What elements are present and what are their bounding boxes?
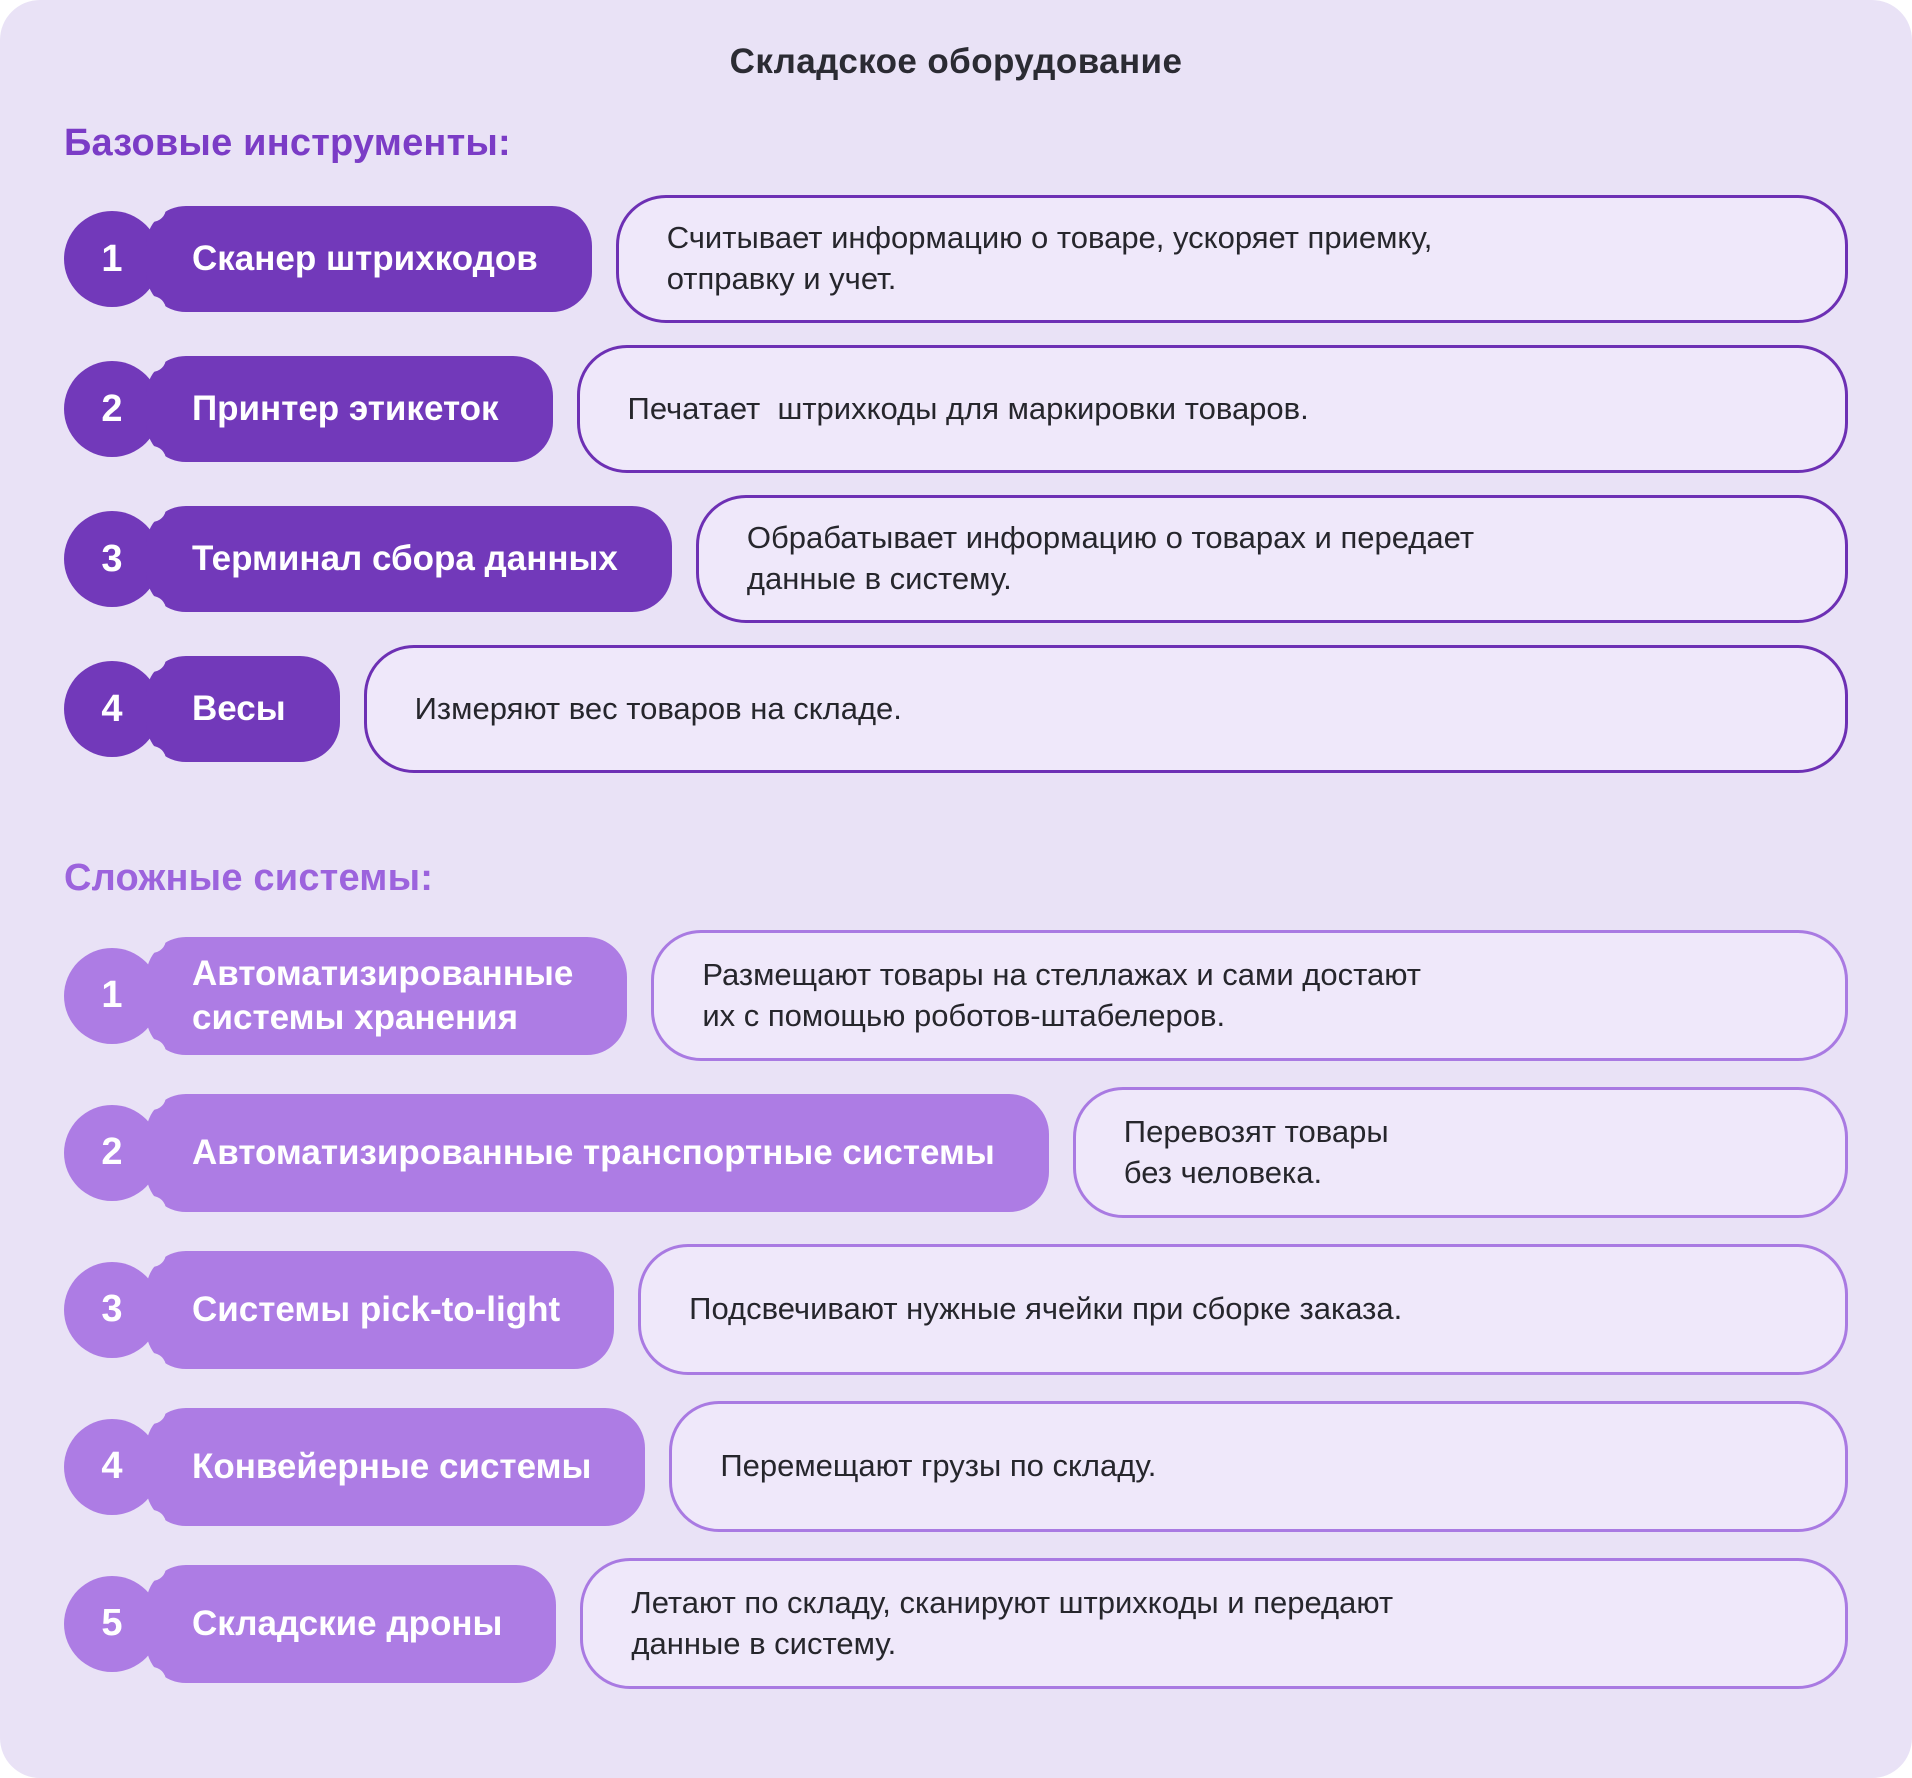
- item-description: Печатает штрихкоды для маркировки товаро…: [627, 390, 1309, 426]
- item-number: 5: [101, 1602, 123, 1644]
- item-badge-group: 4 Конвейерные системы: [64, 1395, 646, 1538]
- item-description-box: Считывает информацию о товаре, ускоряет …: [615, 195, 1848, 323]
- item-label-pill: Автоматизированные системы хранения: [146, 936, 628, 1055]
- page-title: Складское оборудование: [729, 42, 1183, 81]
- item-label: Складские дроны: [192, 1603, 503, 1643]
- item-label: Сканер штрихкодов: [192, 239, 538, 279]
- item-badge-group: 1 Автоматизированные системы хранения: [64, 924, 628, 1067]
- item-label-pill: Системы pick-to-light: [146, 1250, 615, 1369]
- item-description: Летают по складу, сканируют штрихкоды и …: [631, 1584, 1394, 1661]
- item-label: Принтер этикеток: [192, 389, 499, 429]
- item-description-box: Перевозят товары без человека.: [1072, 1087, 1848, 1218]
- item-description: Перемещают грузы по складу.: [720, 1448, 1157, 1484]
- item-description-box: Перемещают грузы по складу.: [669, 1401, 1848, 1532]
- item-description: Измеряют вес товаров на складе.: [414, 690, 902, 726]
- item-description: Перевозят товары без человека.: [1123, 1113, 1389, 1190]
- item-number: 3: [101, 537, 123, 580]
- item-badge-group: 3 Терминал сбора данных: [64, 494, 672, 624]
- item-label: Конвейерные системы: [192, 1446, 592, 1486]
- item-number: 4: [101, 1445, 123, 1487]
- list-item: 4 Весы Измеряют вес товаров на складе.: [64, 644, 1848, 774]
- item-description: Подсвечивают нужные ячейки при сборке за…: [689, 1291, 1403, 1327]
- item-badge-group: 2 Автоматизированные транспортные систем…: [64, 1081, 1049, 1224]
- item-badge-group: 2 Принтер этикеток: [64, 344, 553, 474]
- section-heading: Сложные системы:: [64, 857, 434, 899]
- item-label: Автоматизированные транспортные системы: [192, 1132, 995, 1172]
- item-number: 4: [101, 687, 123, 730]
- list-item: 1 Сканер штрихкодов Считывает информацию…: [64, 194, 1848, 324]
- item-description-box: Размещают товары на стеллажах и сами дос…: [651, 930, 1848, 1061]
- item-label: Весы: [192, 689, 286, 729]
- item-description-box: Обрабатывает информацию о товарах и пере…: [695, 495, 1848, 623]
- item-number-badge: 2: [64, 361, 160, 457]
- item-description-box: Печатает штрихкоды для маркировки товаро…: [576, 345, 1848, 473]
- item-description: Считывает информацию о товаре, ускоряет …: [666, 220, 1433, 296]
- section: Базовые инструменты: 1 Сканер штрихкодов…: [64, 122, 1848, 774]
- sections-container: Базовые инструменты: 1 Сканер штрихкодов…: [64, 122, 1848, 1695]
- item-badge-group: 4 Весы: [64, 644, 340, 774]
- list-item: 4 Конвейерные системы Перемещают грузы п…: [64, 1395, 1848, 1538]
- item-label: Терминал сбора данных: [192, 539, 618, 579]
- item-number: 3: [101, 1288, 123, 1330]
- list-item: 2 Автоматизированные транспортные систем…: [64, 1081, 1848, 1224]
- item-label: Системы pick-to-light: [192, 1289, 561, 1329]
- section-rows: 1 Сканер штрихкодов Считывает информацию…: [64, 194, 1848, 774]
- item-number-badge: 1: [64, 211, 160, 307]
- item-badge-group: 5 Складские дроны: [64, 1552, 557, 1695]
- item-description: Размещают товары на стеллажах и сами дос…: [702, 956, 1421, 1033]
- item-label-pill: Принтер этикеток: [146, 356, 553, 462]
- item-description-box: Летают по складу, сканируют штрихкоды и …: [580, 1558, 1848, 1689]
- item-number: 1: [101, 237, 123, 280]
- item-number-badge: 2: [64, 1104, 160, 1201]
- item-label-pill: Автоматизированные транспортные системы: [146, 1093, 1049, 1212]
- list-item: 5 Складские дроны Летают по складу, скан…: [64, 1552, 1848, 1695]
- item-number: 2: [101, 1131, 123, 1173]
- list-item: 3 Системы pick-to-light Подсвечивают нуж…: [64, 1238, 1848, 1381]
- item-label-pill: Терминал сбора данных: [146, 506, 672, 612]
- section: Сложные системы: 1 Автоматизированные си…: [64, 857, 1848, 1695]
- item-label-pill: Конвейерные системы: [146, 1407, 646, 1526]
- section-rows: 1 Автоматизированные системы хранения Ра…: [64, 924, 1848, 1695]
- item-number: 2: [101, 387, 123, 430]
- list-item: 2 Принтер этикеток Печатает штрихкоды дл…: [64, 344, 1848, 474]
- item-label-pill: Сканер штрихкодов: [146, 206, 592, 312]
- item-label-pill: Весы: [146, 656, 340, 762]
- item-number-badge: 1: [64, 947, 160, 1044]
- section-heading: Базовые инструменты:: [64, 122, 511, 164]
- item-number: 1: [101, 974, 123, 1016]
- item-number-badge: 5: [64, 1575, 160, 1672]
- item-number-badge: 3: [64, 511, 160, 607]
- item-number-badge: 4: [64, 661, 160, 757]
- item-label-pill: Складские дроны: [146, 1564, 557, 1683]
- list-item: 1 Автоматизированные системы хранения Ра…: [64, 924, 1848, 1067]
- item-number-badge: 4: [64, 1418, 160, 1515]
- item-description: Обрабатывает информацию о товарах и пере…: [746, 520, 1475, 596]
- list-item: 3 Терминал сбора данных Обрабатывает инф…: [64, 494, 1848, 624]
- item-number-badge: 3: [64, 1261, 160, 1358]
- item-badge-group: 1 Сканер штрихкодов: [64, 194, 592, 324]
- item-badge-group: 3 Системы pick-to-light: [64, 1238, 615, 1381]
- item-description-box: Подсвечивают нужные ячейки при сборке за…: [638, 1244, 1848, 1375]
- item-label: Автоматизированные системы хранения: [192, 953, 574, 1037]
- item-description-box: Измеряют вес товаров на складе.: [363, 645, 1848, 773]
